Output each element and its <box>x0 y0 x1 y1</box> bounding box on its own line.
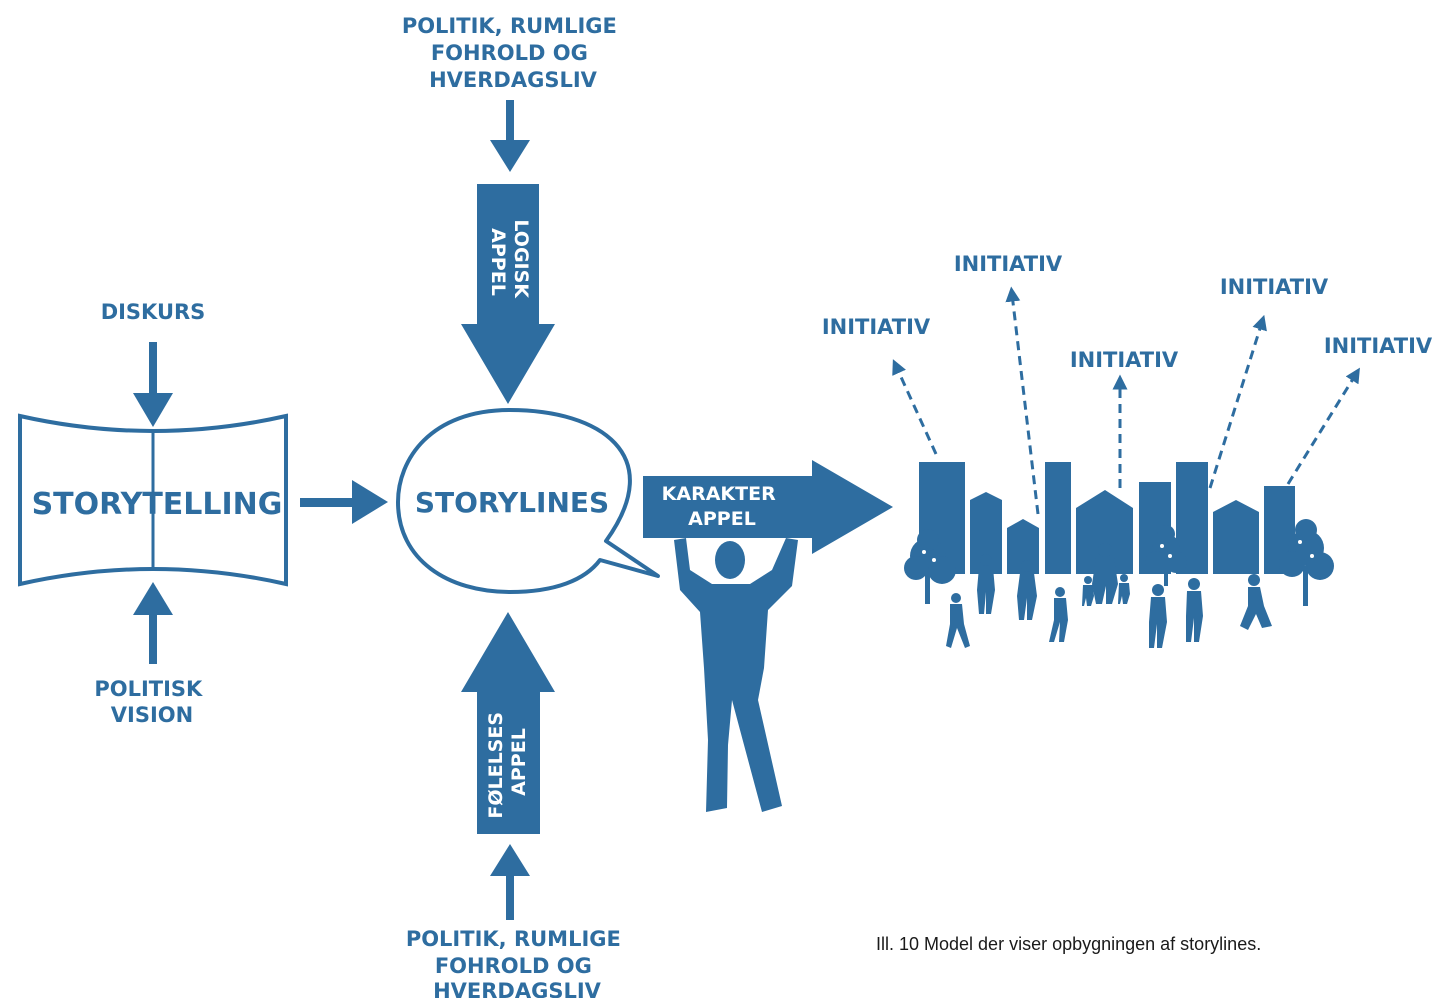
pedestrian <box>1082 576 1094 606</box>
person-silhouette <box>674 538 798 812</box>
initiative-arrow <box>1208 314 1267 489</box>
storylines-speech-bubble: STORYLINES <box>396 408 660 594</box>
pedestrian <box>977 554 995 614</box>
bottom-small-arrow <box>490 844 530 920</box>
tree <box>1145 525 1187 586</box>
karakter-appel-label: KARAKTER APPEL <box>662 483 783 530</box>
pedestrian <box>1186 578 1203 642</box>
bottom-input-label: POLITIK, RUMLIGE FOHROLD OG HVERDAGSLIV <box>406 927 628 998</box>
politisk-vision-label: POLITISK VISION <box>94 677 209 727</box>
karakter-appel-arrow: KARAKTER APPEL <box>643 460 893 554</box>
logisk-appel-arrow: LOGISK APPEL <box>461 184 555 404</box>
diskurs-label: DISKURS <box>101 300 206 324</box>
pedestrian <box>1049 587 1068 642</box>
politisk-vision-arrow <box>133 582 173 664</box>
storytelling-label: STORYTELLING <box>32 487 283 522</box>
initiative-arrow <box>892 359 938 455</box>
initiativ-label: INITIATIV <box>822 315 931 339</box>
building <box>1213 500 1259 574</box>
initiativ-label: INITIATIV <box>1324 334 1433 358</box>
foelelses-appel-label: FØLELSES APPEL <box>485 705 530 818</box>
storytelling-box: STORYTELLING <box>18 413 288 587</box>
initiative-arrow <box>1005 286 1040 515</box>
building <box>1045 462 1071 574</box>
pedestrian <box>1017 560 1037 620</box>
city-people <box>946 543 1272 648</box>
storylines-label: STORYLINES <box>415 486 609 519</box>
pedestrian <box>1092 543 1118 604</box>
tree <box>904 529 956 604</box>
top-small-arrow <box>490 100 530 172</box>
pedestrian <box>1149 584 1167 648</box>
diskurs-arrow <box>133 342 173 427</box>
building <box>1076 490 1133 574</box>
figure-caption: Ill. 10 Model der viser opbygningen af s… <box>876 934 1262 954</box>
pedestrian <box>1118 574 1130 604</box>
initiativ-label: INITIATIV <box>954 252 1063 276</box>
initiative-arrows <box>892 286 1360 515</box>
city-buildings <box>919 462 1295 574</box>
tree <box>1279 519 1334 606</box>
pedestrian <box>946 593 970 648</box>
initiativ-label: INITIATIV <box>1220 275 1329 299</box>
top-input-label: POLITIK, RUMLIGE FOHROLD OG HVERDAGSLIV <box>402 14 624 92</box>
foelelses-appel-arrow: FØLELSES APPEL <box>461 612 555 834</box>
pedestrian <box>1240 574 1272 630</box>
building <box>1007 519 1039 574</box>
initiative-arrow <box>1286 367 1360 485</box>
building <box>970 492 1002 574</box>
initiativ-label: INITIATIV <box>1070 348 1179 372</box>
logisk-appel-label: LOGISK APPEL <box>487 219 532 304</box>
storytelling-to-storylines-arrow <box>300 480 388 524</box>
